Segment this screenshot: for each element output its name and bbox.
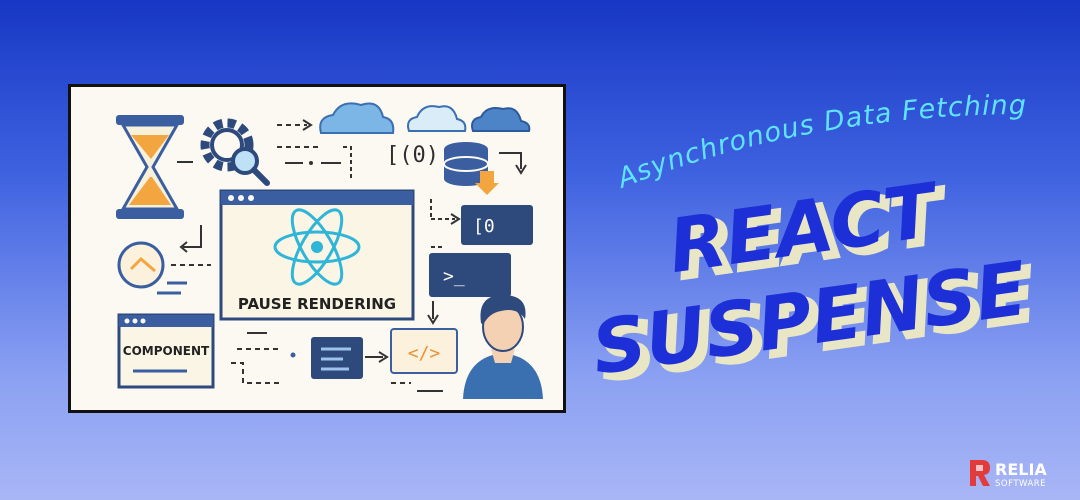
terminal-prompt-text: >_ (443, 266, 465, 287)
person-avatar (463, 295, 543, 399)
react-logo-icon (273, 208, 361, 286)
cloud-icon (407, 105, 467, 132)
component-label: COMPONENT (123, 344, 210, 358)
cloud-icon (471, 107, 531, 132)
document-icon (311, 337, 363, 379)
terminal-icon: >_ (429, 253, 511, 297)
main-title: REACT REACT SUSPENSE SUSPENSE (587, 170, 1042, 400)
pause-rendering-label: PAUSE RENDERING (238, 295, 396, 313)
cloud-icon (319, 102, 395, 134)
hourglass-icon (116, 115, 184, 219)
subtitle-banner: Asynchronous Data Fetching (612, 92, 1026, 195)
code-tag-icon: </> (390, 328, 458, 374)
code-box-text: [0 (473, 216, 495, 237)
database-icon (443, 142, 499, 195)
code-box-icon: [0 (461, 205, 533, 245)
illustration-canvas: [(0) PAUSE RENDERING (116, 102, 543, 399)
browser-window (219, 189, 415, 321)
brand-logo: RELIA SOFTWARE (970, 460, 1047, 489)
brand-name: RELIA (995, 460, 1047, 479)
brand-tagline: SOFTWARE (995, 479, 1046, 489)
illustration-panel: [(0) PAUSE RENDERING (68, 84, 566, 413)
component-window (117, 313, 215, 389)
code-tag-text: </> (408, 343, 441, 364)
clock-icon (117, 241, 165, 289)
gear-search-icon (200, 118, 270, 186)
code-brackets-text: [(0) (386, 143, 439, 168)
relia-logo-icon (970, 460, 990, 486)
